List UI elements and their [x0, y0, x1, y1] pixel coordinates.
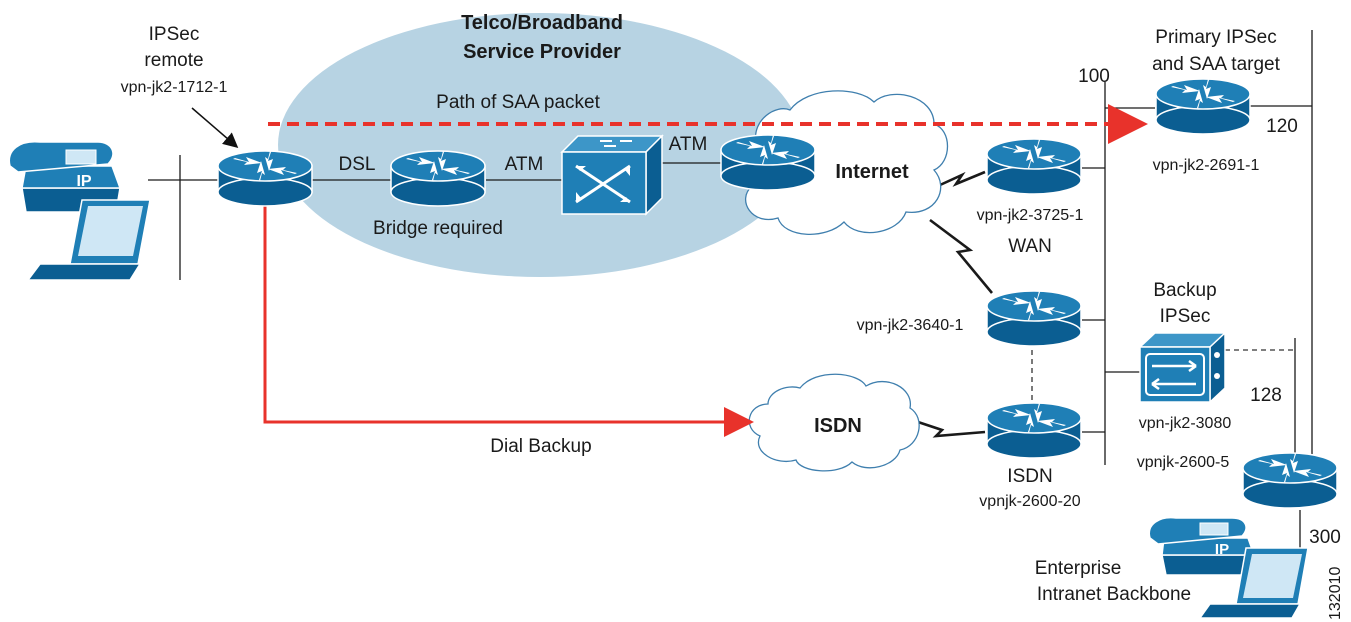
remote-label-line1: IPSec — [149, 24, 200, 45]
provider-title-line2: Service Provider — [463, 41, 621, 63]
isdn-router-label: ISDN — [1007, 466, 1052, 487]
isdn-cloud-label: ISDN — [814, 415, 862, 437]
remote-ip-phone-badge: IP — [76, 173, 91, 190]
atm-label-2: ATM — [669, 134, 708, 155]
segment-100-label: 100 — [1078, 66, 1110, 87]
internet-label: Internet — [835, 161, 909, 183]
router-2600-5-icon — [1242, 452, 1338, 509]
primary-router-icon — [1155, 78, 1251, 135]
primary-hostname: vpn-jk2-2691-1 — [1153, 157, 1260, 174]
wan-label: WAN — [1008, 236, 1052, 257]
bridge-required-label: Bridge required — [373, 218, 503, 239]
enterprise-label-line2: Intranet Backbone — [1037, 584, 1191, 605]
dsl-label: DSL — [339, 154, 376, 175]
router-2600-5-hostname: vpnjk-2600-5 — [1137, 454, 1230, 471]
provider-title-line1: Telco/Broadband — [461, 12, 623, 34]
router-3725-hostname: vpn-jk2-3725-1 — [977, 207, 1084, 224]
remote-callout-arrow — [191, 107, 239, 148]
enterprise-label-line1: Enterprise — [1035, 558, 1122, 579]
router-3725-icon — [986, 138, 1082, 195]
primary-label-line1: Primary IPSec — [1155, 27, 1276, 48]
remote-laptop-icon — [26, 199, 151, 281]
dial-backup-path — [263, 205, 754, 437]
backup-ipsec-concentrator-icon — [1138, 331, 1227, 404]
isdn-router-hostname: vpnjk-2600-20 — [979, 493, 1081, 510]
atm-label-1: ATM — [505, 154, 544, 175]
remote-ip-phone-icon: IP — [8, 141, 122, 213]
remote-hostname: vpn-jk2-1712-1 — [121, 79, 228, 96]
edge-router-icon — [720, 134, 816, 191]
service-provider-oval — [278, 13, 802, 277]
dial-backup-label: Dial Backup — [490, 436, 591, 457]
segment-300-label: 300 — [1309, 527, 1341, 548]
backup-hostname: vpn-jk2-3080 — [1139, 415, 1232, 432]
backup-label-line1: Backup — [1153, 280, 1216, 301]
remote-router-icon — [217, 150, 313, 207]
backup-label-line2: IPSec — [1160, 306, 1211, 327]
internet-to-3640-serial — [929, 218, 994, 294]
isdn-router-icon — [986, 402, 1082, 459]
enterprise-ip-phone-badge: IP — [1215, 541, 1229, 558]
segment-120-label: 120 — [1266, 116, 1298, 137]
primary-label-line2: and SAA target — [1152, 54, 1281, 75]
enterprise-laptop-icon — [1198, 547, 1309, 619]
atm-switch-icon — [560, 134, 664, 216]
internet-to-3725-serial — [939, 170, 986, 187]
isdn-to-router-serial — [917, 420, 986, 438]
segment-128-label: 128 — [1250, 385, 1282, 406]
enterprise-ip-phone-icon: IP — [1148, 516, 1256, 576]
figure-id: 132010 — [1327, 567, 1344, 620]
router-3640-icon — [986, 290, 1082, 347]
saa-packet-path-label: Path of SAA packet — [436, 92, 600, 113]
remote-label-line2: remote — [144, 50, 203, 71]
router-3640-hostname: vpn-jk2-3640-1 — [857, 317, 964, 334]
bridge-router-icon — [390, 150, 486, 207]
